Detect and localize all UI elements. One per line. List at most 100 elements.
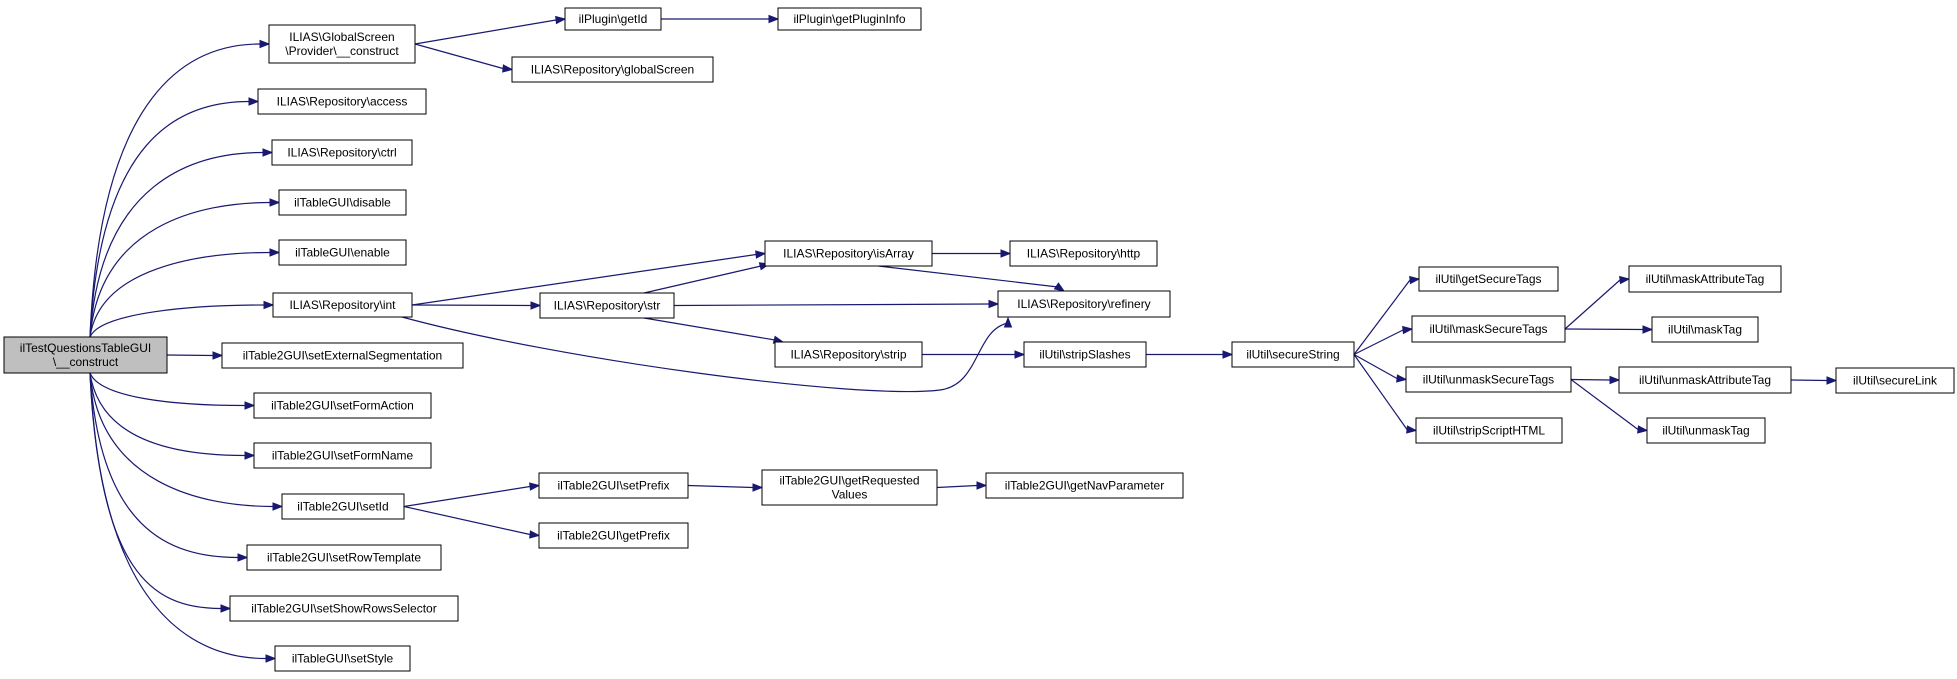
edge-repo_isarray-to-repo_http — [932, 249, 1012, 258]
node-label: ilUtil\stripScriptHTML — [1433, 424, 1545, 438]
node-util_masksecuretags[interactable]: ilUtil\maskSecureTags — [1411, 315, 1566, 343]
node-plugin_getid[interactable]: ilPlugin\getId — [564, 7, 662, 31]
arrowhead-icon — [1406, 425, 1418, 434]
node-tg_enable[interactable]: ilTableGUI\enable — [278, 239, 407, 266]
arrowhead-icon — [1222, 350, 1234, 359]
node-label: ilTable2GUI\getPrefix — [557, 529, 670, 543]
edge-util_stripslashes-to-util_securestring — [1146, 350, 1234, 359]
node-box — [774, 341, 923, 368]
node-util_securestring[interactable]: ilUtil\secureString — [1231, 341, 1355, 368]
node-box — [997, 290, 1171, 318]
node-util_securelink[interactable]: ilUtil\secureLink — [1835, 367, 1955, 394]
arrowhead-icon — [244, 401, 256, 410]
node-t2_setformaction[interactable]: ilTable2GUI\setFormAction — [253, 392, 432, 419]
edge-util_unmaskattributetag-to-util_securelink — [1790, 376, 1838, 385]
node-repo_globalscreen[interactable]: ILIAS\Repository\globalScreen — [511, 56, 714, 83]
node-box — [253, 392, 432, 419]
edge-root-to-t2_setid — [89, 372, 284, 511]
edge-util_unmasksecuretags-to-util_unmaskattributetag — [1570, 375, 1621, 385]
arrowhead-icon — [269, 198, 281, 207]
node-util_stripscripthtml[interactable]: ilUtil\stripScriptHTML — [1415, 417, 1563, 444]
node-gs_construct[interactable]: ILIAS\GlobalScreen\Provider\__construct — [268, 24, 416, 64]
node-t2_setid[interactable]: ilTable2GUI\setId — [281, 493, 405, 520]
node-util_masktag[interactable]: ilUtil\maskTag — [1651, 316, 1759, 343]
node-box — [1023, 341, 1147, 368]
node-box — [1618, 366, 1792, 394]
node-repo_refinery[interactable]: ILIAS\Repository\refinery — [997, 290, 1171, 318]
node-t2_setshowrows[interactable]: ilTable2GUI\setShowRowsSelector — [229, 595, 459, 622]
node-repo_access[interactable]: ILIAS\Repository\access — [257, 88, 427, 115]
node-label: ilTable2GUI\setShowRowsSelector — [251, 602, 436, 616]
node-util_unmaskattributetag[interactable]: ilUtil\unmaskAttributeTag — [1618, 366, 1792, 394]
edge-root-to-t2_setshowrows — [89, 372, 232, 613]
node-util_stripslashes[interactable]: ilUtil\stripSlashes — [1023, 341, 1147, 368]
node-label: ILIAS\Repository\refinery — [1017, 297, 1150, 311]
node-repo_int[interactable]: ILIAS\Repository\int — [272, 292, 413, 318]
node-plugin_getinfo[interactable]: ilPlugin\getPluginInfo — [777, 7, 922, 31]
node-label: ILIAS\Repository\globalScreen — [531, 63, 694, 77]
arrowhead-icon — [1637, 425, 1649, 434]
node-box — [3, 336, 168, 374]
node-t2_setprefix[interactable]: ilTable2GUI\setPrefix — [538, 472, 689, 499]
node-repo_ctrl[interactable]: ILIAS\Repository\ctrl — [271, 139, 413, 166]
node-label: ilTableGUI\enable — [295, 246, 390, 260]
node-t2_setrowtemplate[interactable]: ilTable2GUI\setRowTemplate — [246, 544, 442, 571]
node-repo_isarray[interactable]: ILIAS\Repository\isArray — [764, 240, 933, 267]
node-repo_strip[interactable]: ILIAS\Repository\strip — [774, 341, 923, 368]
node-repo_http[interactable]: ILIAS\Repository\http — [1009, 240, 1158, 267]
arrowhead-icon — [220, 604, 232, 613]
node-label: ILIAS\Repository\int — [289, 298, 396, 312]
arrowhead-icon — [263, 300, 275, 310]
node-box — [539, 292, 675, 319]
edge-repo_str-to-repo_strip — [643, 317, 785, 344]
node-box — [511, 56, 714, 83]
node-layer: ilTestQuestionsTableGUI\__construct ILIAS… — [3, 7, 1955, 672]
node-repo_str[interactable]: ILIAS\Repository\str — [539, 292, 675, 319]
edge-util_securestring-to-util_getsecuretags — [1353, 275, 1421, 355]
node-label: ilUtil\secureLink — [1853, 374, 1938, 388]
arrowhead-icon — [1826, 376, 1838, 385]
node-tg_disable[interactable]: ilTableGUI\disable — [278, 189, 407, 216]
node-label: ilUtil\stripSlashes — [1039, 348, 1130, 362]
node-box — [1411, 315, 1566, 343]
node-box — [538, 522, 689, 549]
node-tg_setstyle[interactable]: ilTableGUI\setStyle — [274, 645, 411, 672]
node-box — [268, 24, 416, 64]
edge-repo_int-to-repo_str — [411, 301, 542, 310]
node-util_unmasksecuretags[interactable]: ilUtil\unmaskSecureTags — [1405, 366, 1572, 393]
edge-root-to-t2_setextseg — [166, 351, 224, 360]
node-box — [538, 472, 689, 499]
node-label: ilUtil\getSecureTags — [1435, 272, 1541, 286]
arrowhead-icon — [1619, 275, 1631, 285]
node-label: ilUtil\unmaskTag — [1662, 424, 1749, 438]
edge-root-to-t2_setformname — [89, 372, 256, 460]
node-box — [985, 472, 1184, 499]
node-util_maskattributetag[interactable]: ilUtil\maskAttributeTag — [1628, 265, 1782, 293]
arrowhead-icon — [1642, 325, 1654, 334]
node-box — [278, 239, 407, 266]
edge-root-to-t2_setrowtemplate — [89, 372, 249, 562]
node-util_getsecuretags[interactable]: ilUtil\getSecureTags — [1418, 266, 1559, 292]
edge-util_unmasksecuretags-to-util_unmasktag — [1570, 379, 1649, 434]
node-t2_setextseg[interactable]: ilTable2GUI\setExternalSegmentation — [221, 342, 464, 369]
edge-root-to-repo_access — [89, 97, 260, 338]
node-util_unmasktag[interactable]: ilUtil\unmaskTag — [1646, 417, 1766, 444]
node-label: ILIAS\Repository\http — [1027, 247, 1141, 261]
node-root[interactable]: ilTestQuestionsTableGUI\__construct — [3, 336, 168, 374]
arrowhead-icon — [272, 502, 284, 511]
node-t2_setformname[interactable]: ilTable2GUI\setFormName — [253, 442, 432, 469]
node-box — [1651, 316, 1759, 343]
arrowhead-icon — [244, 451, 256, 460]
node-t2_getnavparam[interactable]: ilTable2GUI\getNavParameter — [985, 472, 1184, 499]
node-box — [564, 7, 662, 31]
edge-root-to-repo_int — [89, 300, 275, 338]
node-t2_getprefix[interactable]: ilTable2GUI\getPrefix — [538, 522, 689, 549]
node-box — [246, 544, 442, 571]
node-box — [761, 469, 938, 506]
edge-gs_construct-to-repo_globalscreen — [414, 43, 514, 73]
arrowhead-icon — [262, 148, 274, 157]
node-label: ilTableGUI\setStyle — [292, 652, 394, 666]
node-box — [1628, 265, 1782, 293]
